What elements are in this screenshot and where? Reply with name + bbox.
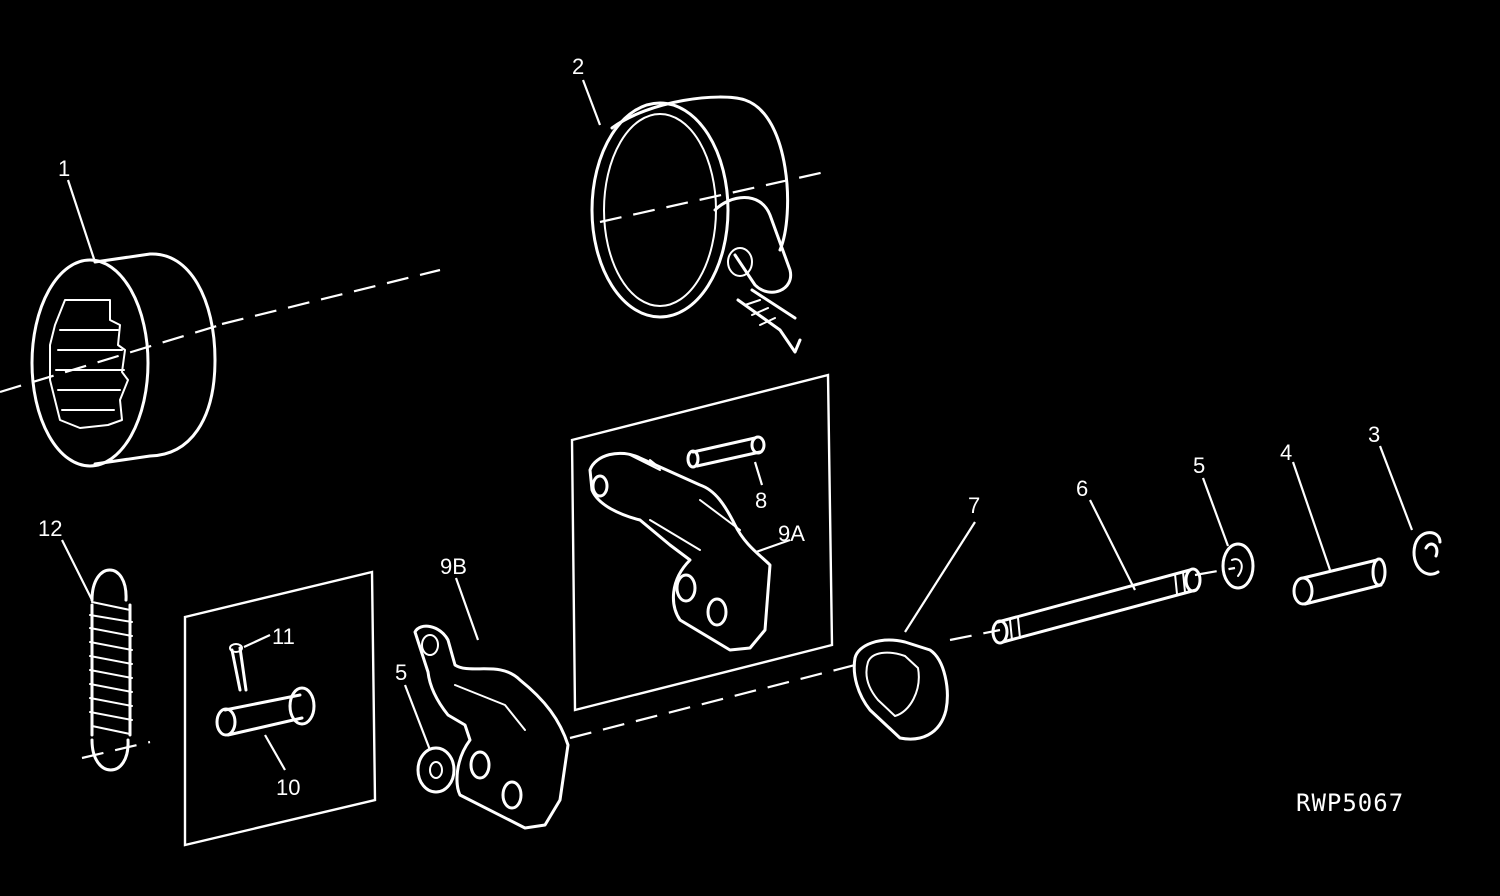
callout-9b: 9B [440, 554, 467, 579]
kit-box-pin-cotter [183, 570, 377, 847]
part-3-clip [1412, 531, 1442, 576]
callout-5-left: 5 [395, 660, 407, 685]
callout-5-right: 5 [1193, 453, 1205, 478]
part-5-washer-right [1221, 542, 1255, 590]
part-2-brake-band [590, 95, 802, 354]
part-9b-lever [413, 624, 570, 830]
center-axis-upper [0, 170, 826, 394]
part-12-spring [89, 568, 133, 772]
callout-7: 7 [968, 493, 980, 518]
part-1-splined-drum [30, 252, 217, 468]
reference-code: RWP5067 [1296, 789, 1404, 817]
callout-2: 2 [572, 54, 584, 79]
callout-9a: 9A [778, 521, 805, 546]
part-9a-lever [588, 451, 772, 652]
callout-10: 10 [276, 775, 300, 800]
leader-lines [61, 79, 1414, 771]
part-4-bushing [1292, 557, 1387, 606]
part-6-shaft [991, 567, 1202, 645]
part-8-pin [686, 435, 766, 469]
part-10-clevis-pin [215, 686, 316, 737]
callout-8: 8 [755, 488, 767, 513]
part-7-roller [852, 638, 949, 741]
kit-box-lever-pin [570, 373, 834, 712]
callout-4: 4 [1280, 440, 1292, 465]
part-5-washer-left [416, 746, 456, 794]
part-11-cotter-pin [229, 643, 248, 692]
callout-11: 11 [272, 624, 295, 649]
callout-3: 3 [1368, 422, 1380, 447]
callout-1: 1 [58, 156, 70, 181]
callout-12: 12 [38, 516, 62, 541]
callout-6: 6 [1076, 476, 1088, 501]
